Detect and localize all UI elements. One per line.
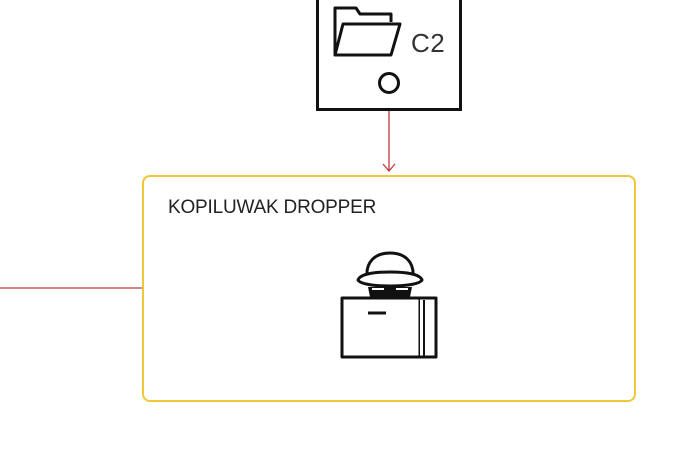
circle-icon: [378, 72, 400, 94]
c2-to-dropper-arrowhead: [382, 163, 396, 172]
hat-crown: [365, 251, 415, 278]
hat-brim: [356, 270, 424, 288]
dropper-title: KOPILUWAK DROPPER: [168, 197, 377, 218]
folder-icon: [333, 6, 402, 57]
c2-label: C2: [411, 28, 446, 58]
laptop-side: [420, 296, 438, 359]
laptop-lid: [340, 296, 422, 359]
spy-hacker-icon: [340, 251, 438, 359]
